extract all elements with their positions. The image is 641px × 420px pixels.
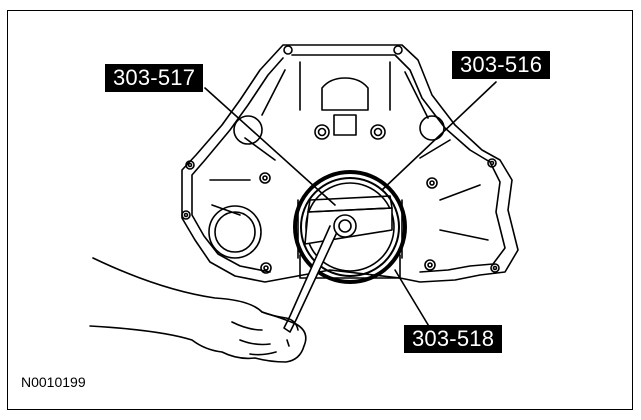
top-boss <box>321 77 369 111</box>
rib-lower-right <box>439 184 489 241</box>
seal-housing <box>299 254 401 279</box>
hand-fingers <box>231 321 277 356</box>
right-boss <box>419 115 445 141</box>
seal-housing-inner <box>297 199 403 259</box>
leader-303-518 <box>394 269 431 329</box>
hand <box>89 257 307 363</box>
hand-nail <box>286 339 290 347</box>
rib-lower-left <box>209 179 251 216</box>
hand-thumb <box>261 311 299 331</box>
rib-right <box>389 61 451 159</box>
handle-pivot-inner <box>338 219 352 233</box>
top-bolt-left <box>314 124 330 140</box>
handle <box>283 225 339 333</box>
bolt-holes <box>181 45 500 274</box>
callout-303-516: 303-516 <box>452 51 551 79</box>
handle-pivot <box>333 214 357 238</box>
leader-303-516 <box>381 81 497 191</box>
left-port-inner <box>214 211 256 253</box>
figure-id: N0010199 <box>21 374 86 390</box>
leader-303-517 <box>204 87 336 206</box>
callout-303-517: 303-517 <box>105 64 204 92</box>
seal-outer <box>293 170 407 284</box>
left-boss <box>233 115 263 145</box>
top-boss-slot <box>333 114 357 136</box>
top-bolt-right <box>370 124 386 140</box>
left-port <box>208 205 262 259</box>
rib-left <box>244 61 301 161</box>
plate-inner-edge <box>291 54 506 273</box>
top-bolt-left-inner <box>317 127 327 137</box>
figure-frame <box>7 10 633 410</box>
plate-inner-edge-left <box>191 57 284 273</box>
top-bolt-right-inner <box>373 127 383 137</box>
rear-cover-plate-outline <box>181 44 519 283</box>
installer-bar-top <box>307 195 393 213</box>
seal-ring <box>300 177 400 277</box>
callout-303-518: 303-518 <box>404 325 503 353</box>
